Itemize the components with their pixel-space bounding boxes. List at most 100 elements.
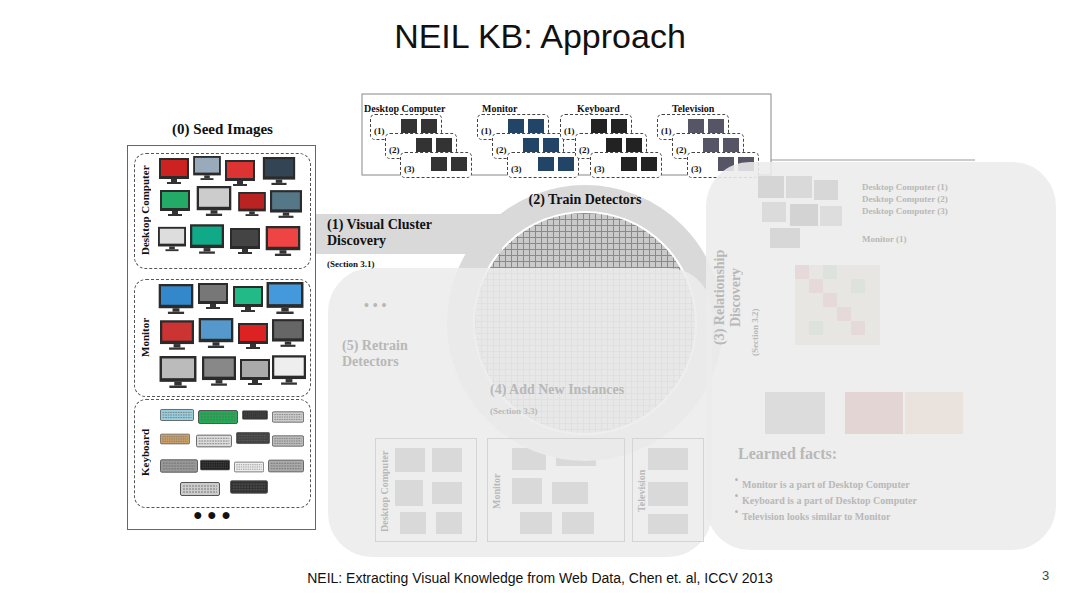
node-text: Desktop Computer [139,154,152,266]
text-slot: Television looks similar to Monitor [742,506,1042,524]
node-text: (3) [691,164,702,175]
text-slot: Learned facts: [738,444,958,463]
text-slot: (2) Train Detectors [445,190,725,208]
node-text: Television looks similar to Monitor [742,511,890,523]
seed-group: Keyboard [134,399,311,508]
text-slot: (2) [389,139,400,157]
thumbnail-image [708,119,724,133]
thumbnail-image [606,138,622,152]
text-slot: (3) Relationship Discovery [710,232,746,362]
thumbnail-image [621,157,637,171]
text-slot: (Section 3.2) [748,292,762,372]
thumbnail-image [451,157,467,171]
slide-label: Keyboard [577,103,620,115]
cluster-box: (3) [400,152,472,178]
text-slot: Keyboard [577,98,620,116]
text-slot: Television [672,98,714,116]
text-slot: (1) [374,120,385,138]
text-slot: Monitor [136,280,154,394]
text-slot: (3) [691,158,702,176]
node-text: (2) [579,145,590,156]
text-slot: (1) [661,120,672,138]
bullet-dot [735,494,738,497]
relationship-panel: (3) Relationship Discovery (Section 3.2) L… [706,162,1056,550]
text-slot: Desktop Computer (1) [862,176,948,194]
text-slot: ● ● ● [193,505,231,524]
thumbnail-image [558,157,574,171]
thumbnail-image [508,119,524,133]
text-slot: NEIL: Extracting Visual Knowledge from W… [0,569,1080,587]
node-text: (1) [481,126,492,137]
node-text: (2) [676,145,687,156]
text-slot: (2) [496,139,507,157]
thumbnail-image [421,119,437,133]
text-slot: (1) [564,120,575,138]
node-text: (3) [511,164,522,175]
node-text: Desktop Computer [379,439,391,543]
text-slot: (2) [579,139,590,157]
slide-label: Television [672,103,714,115]
node-text: Learned facts: [738,444,837,463]
text-slot: Keyboard is a part of Desktop Computer [742,490,1042,508]
node-text: (5) Retrain Detectors [342,338,434,370]
thumbnail-image [528,119,544,133]
node-text: (2) Train Detectors [529,192,642,208]
text-slot: 3 [1042,566,1049,584]
slide-label: (Section 3.1) [327,259,375,270]
thumbnail-image [543,138,559,152]
thumbnail-image [688,119,704,133]
cluster-box: (3) [507,152,579,178]
text-slot: • • • [364,296,386,314]
slide-label: Desktop Computer [364,103,445,115]
thumbnail-image [431,157,447,171]
text-slot: (2) [676,139,687,157]
node-text: (1) [374,126,385,137]
thumbnail-image [416,138,432,152]
thumbnail-image [641,157,657,171]
text-slot: Monitor is a part of Desktop Computer [742,474,1042,492]
node-text: (4) Add New Instances [490,382,624,398]
slide-label: 3 [1042,568,1049,583]
text-slot: (1) [481,120,492,138]
text-slot: (4) Add New Instances [490,380,700,398]
thumbnail-image [591,119,607,133]
text-slot: (3) [594,158,605,176]
slide-label: Monitor (1) [862,234,907,245]
cluster-box: (3) [590,152,662,178]
text-slot: (3) [404,158,415,176]
thumbnail-image [538,157,554,171]
slide-label: Desktop Computer (1) [862,182,948,193]
text-slot: Keyboard [136,400,154,505]
node-text: Keyboard [139,400,152,505]
node-text: Keyboard is a part of Desktop Computer [742,495,917,507]
node-text: (2) [389,145,400,156]
node-text: Monitor is a part of Desktop Computer [742,479,910,491]
citation-caption: NEIL: Extracting Visual Knowledge from W… [307,570,773,586]
text-slot: Monitor (1) [862,228,907,246]
node-text: (Section 3.3) [490,406,538,417]
seed-group: Monitor [134,279,311,397]
bullet-dot [735,478,738,481]
node-text: Monitor [491,439,503,543]
slide-label: Desktop Computer (3) [862,206,948,217]
node-text: (3) Relationship Discovery [712,232,744,362]
node-text: (1) [661,126,672,137]
slide-title: NEIL KB: Approach [394,16,686,56]
node-text: (3) [594,164,605,175]
bullet-dot [735,510,738,513]
text-slot: Monitor [489,439,505,543]
text-slot: (1) Visual Cluster Discovery [327,217,457,249]
node-text: (2) [496,145,507,156]
text-slot: (Section 3.3) [490,400,610,418]
node-text: Monitor [139,280,152,394]
text-slot: Monitor [482,98,518,116]
text-slot: Desktop Computer [136,154,154,266]
node-text: (Section 3.2) [750,292,761,372]
slide-label: Monitor [482,103,518,115]
thumbnail-image [611,119,627,133]
thumbnail-image [723,138,739,152]
text-slot: Television [634,439,650,543]
slide-label: Desktop Computer (2) [862,194,948,205]
node-text: (1) [564,126,575,137]
thumbnail-image [436,138,452,152]
